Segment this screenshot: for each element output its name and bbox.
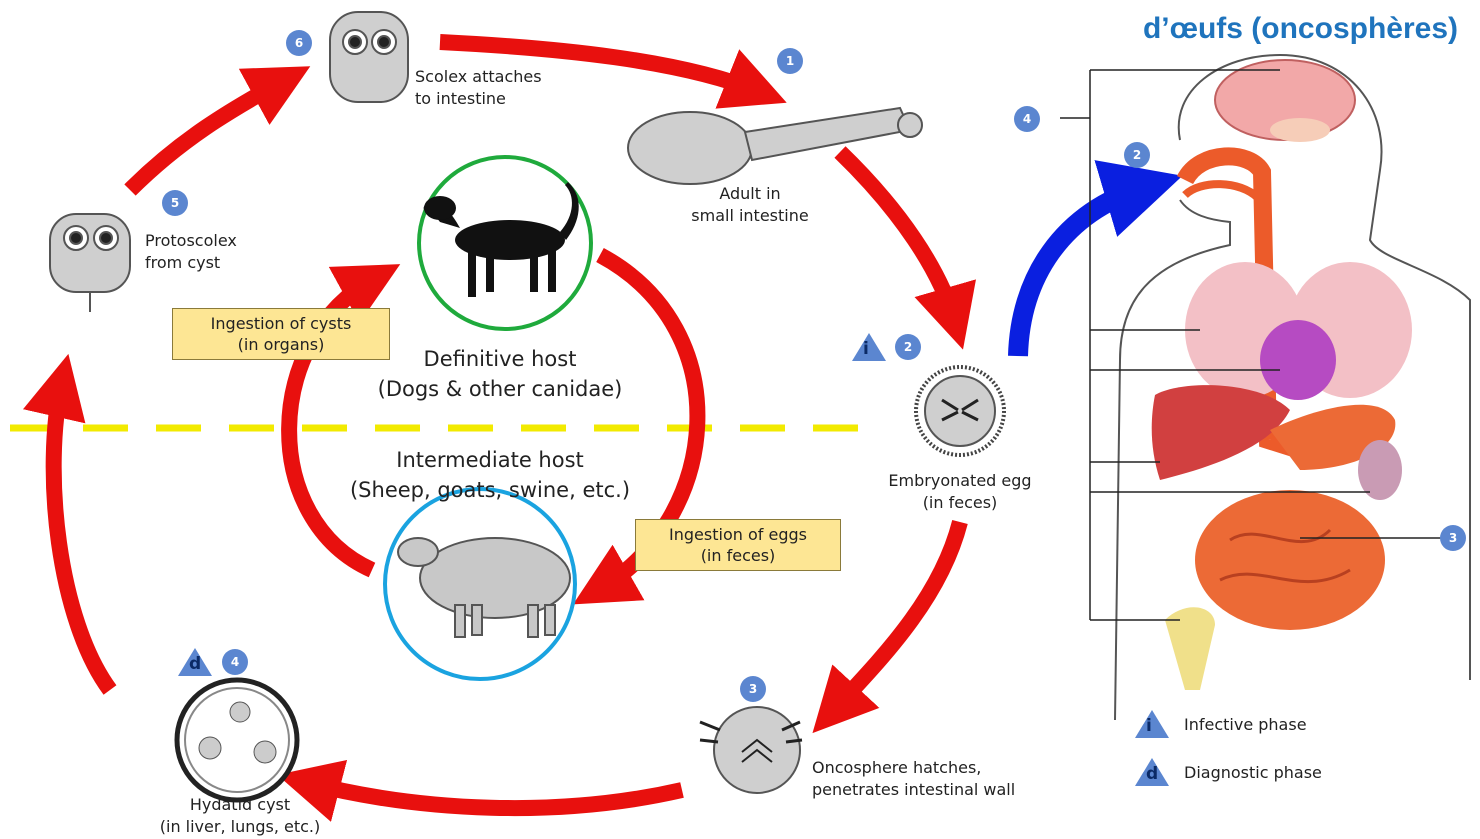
legend-diagnostic-label: Diagnostic phase — [1184, 763, 1322, 782]
anatomy-badge-3: 3 — [1440, 525, 1466, 551]
stage-4-label: Hydatid cyst (in liver, lungs, etc.) — [159, 795, 321, 836]
stage-1-label: Adult in small intestine — [691, 184, 809, 225]
stage-2-badge: 2 — [895, 334, 921, 360]
stage-3-badge: 3 — [740, 676, 766, 702]
intestines — [1195, 490, 1385, 630]
definitive-host-label: Definitive host (Dogs & other canidae) — [377, 347, 623, 401]
stage-5-badge: 5 — [162, 190, 188, 216]
embryonated-egg-icon — [914, 365, 1006, 457]
scolex-icon — [329, 11, 409, 103]
esophagus — [1176, 147, 1303, 459]
legend-diagnostic-symbol: d — [1146, 764, 1159, 784]
human-anatomy-figure — [1060, 53, 1471, 721]
arrow-3-to-4 — [277, 759, 684, 822]
stage-6-label: Scolex attaches to intestine — [415, 67, 542, 108]
legend-infective-icon: i — [1135, 710, 1169, 738]
arrow-6-to-1 — [439, 34, 787, 109]
dog-icon — [423, 182, 579, 297]
stage-2-label: Embryonated egg (in feces) — [888, 471, 1032, 512]
stage-4-badge: 4 — [222, 649, 248, 675]
infective-phase-marker: i — [852, 333, 886, 361]
page-title: d’œufs (oncosphères) — [1142, 12, 1458, 45]
arrow-2-to-3 — [812, 519, 968, 734]
arrow-5-to-6 — [124, 66, 311, 196]
stage-1-badge: 1 — [777, 48, 803, 74]
anatomy-badge-4: 4 — [1014, 106, 1040, 132]
legend-infective-label: Infective phase — [1184, 715, 1307, 734]
intermediate-host-label: Intermediate host (Sheep, goats, swine, … — [349, 448, 631, 502]
liver — [1151, 385, 1290, 480]
anatomy-badge-2: 2 — [1124, 142, 1150, 168]
stage-6-badge: 6 — [286, 30, 312, 56]
stage-3-label: Oncosphere hatches, penetrates intestina… — [812, 758, 1016, 799]
diagnostic-symbol: d — [189, 654, 202, 674]
pelvis — [1165, 607, 1215, 690]
protoscolex-icon — [49, 213, 131, 312]
hydatid-cyst-icon — [174, 677, 300, 803]
heart — [1260, 320, 1336, 400]
arrow-egg-to-human — [1008, 160, 1183, 357]
sheep-icon — [397, 537, 571, 638]
oncosphere-icon — [699, 706, 803, 794]
arrow-1-to-2 — [834, 146, 976, 350]
ingestion-eggs-box: Ingestion of eggs (in feces) — [635, 519, 841, 571]
body-outline — [1114, 53, 1471, 721]
arrow-4-to-5 — [23, 353, 117, 695]
stage-5-label: Protoscolex from cyst — [145, 231, 237, 272]
infective-symbol: i — [863, 339, 869, 359]
diagnostic-phase-marker: d — [178, 648, 212, 676]
ingestion-cysts-box: Ingestion of cysts (in organs) — [172, 308, 390, 360]
legend-diagnostic-icon: d — [1135, 758, 1169, 786]
adult-worm-icon — [627, 106, 923, 185]
legend-infective-symbol: i — [1146, 716, 1152, 736]
